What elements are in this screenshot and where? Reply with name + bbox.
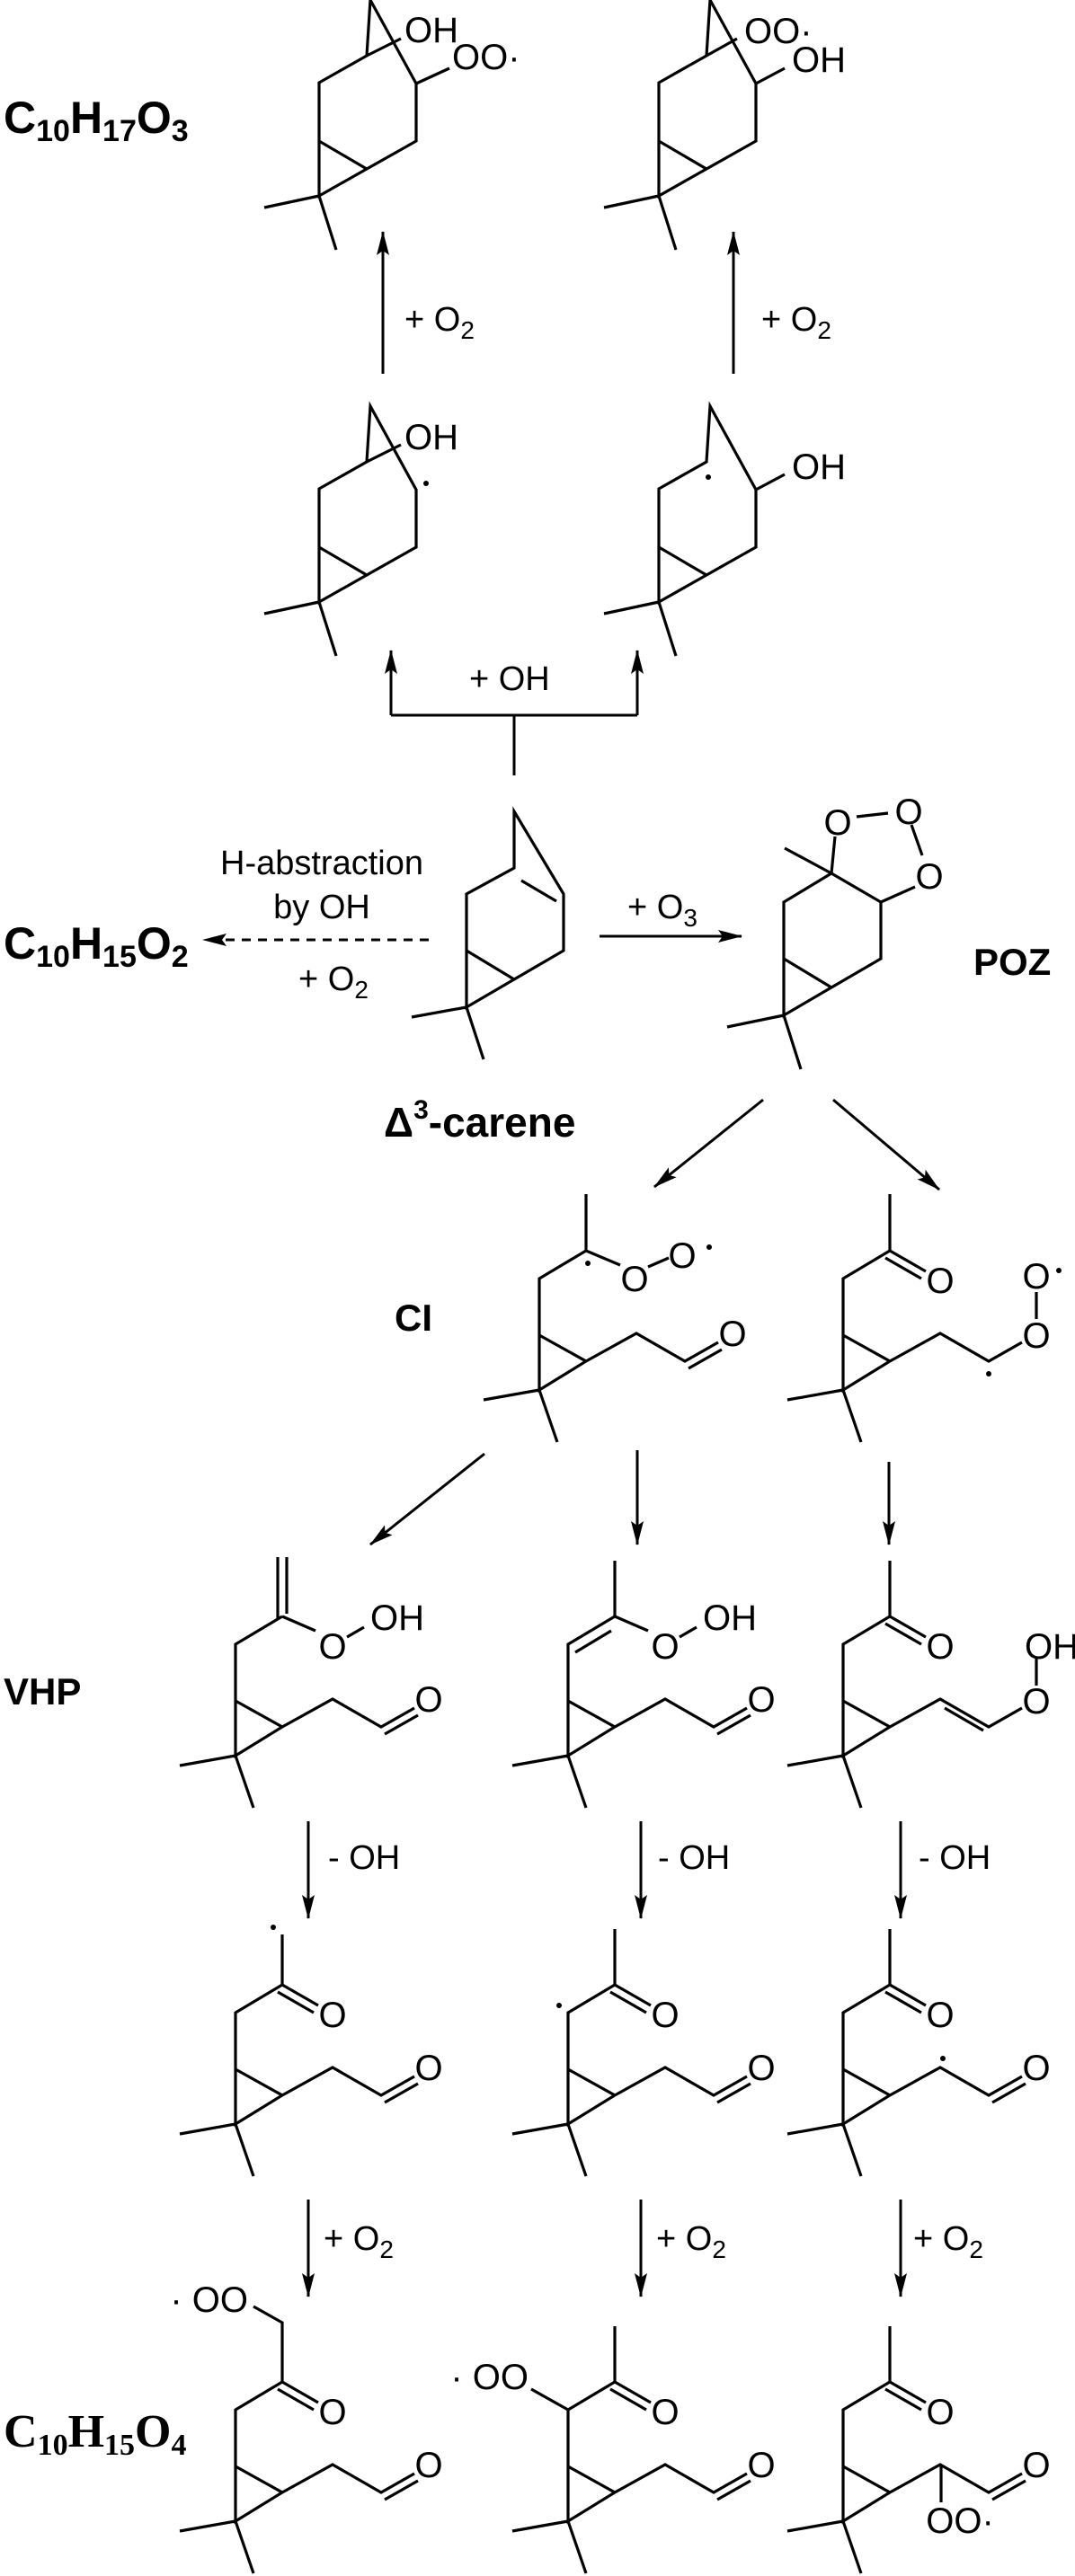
atom-o: O [926, 2393, 954, 2432]
molecule-alkyl-radical-c: O O [786, 1929, 1051, 2177]
molecule-peroxy-a: OH OO· [263, 0, 520, 251]
molecule-peroxy-b: OO· OH [603, 0, 846, 251]
atom-o: O [651, 2393, 679, 2432]
label-minus-oh: - OH [919, 1839, 991, 1877]
molecule-ci-a: O O O [483, 1194, 747, 1443]
atom-o: O [926, 1996, 954, 2035]
atom-o: O [823, 803, 851, 843]
atom-peroxy-radical: OO· [452, 38, 520, 77]
atom-o: O [747, 2049, 775, 2088]
atom-o: O [1022, 2446, 1050, 2485]
atom-o: O [651, 1627, 679, 1667]
atom-peroxy-radical: OO· [926, 2501, 994, 2541]
atom-o: O [620, 1260, 648, 1299]
arrow-poz-to-ci-left [653, 1098, 764, 1189]
molecule-vhp-b: O O OH [511, 1561, 776, 1809]
atom-oh: OH [792, 40, 846, 80]
molecule-vhp-a: O O OH [179, 1557, 443, 1809]
atom-o: O [926, 1261, 954, 1301]
arrow-poz-to-ci-right [832, 1098, 940, 1191]
atom-peroxy-radical: OO· [744, 12, 813, 51]
molecule-delta3-carene [411, 806, 565, 1060]
carene-label: Δ3-carene [384, 1095, 575, 1146]
label-plus-oh: + OH [469, 660, 550, 698]
atom-o: O [318, 2393, 346, 2432]
atom-oh: OH [1025, 1627, 1075, 1667]
atom-o: O [747, 2446, 775, 2485]
atom-o: O [894, 792, 922, 832]
atom-oh: OH [792, 447, 846, 487]
molecule-oh-adduct-b: OH [603, 401, 846, 657]
radical-dot [706, 1244, 712, 1250]
atom-o: O [414, 2049, 442, 2088]
atom-o: O [915, 857, 943, 897]
molecule-ci-b: O O O [786, 1194, 1062, 1443]
atom-o: O [414, 2446, 442, 2485]
formula-c10h17o3: C10H17O3 [4, 93, 189, 148]
radical-dot [986, 1371, 991, 1377]
molecule-c10h15o4-b: O O · OO [450, 2326, 776, 2574]
atom-o: O [1022, 1682, 1050, 1722]
radical-dot [423, 481, 429, 486]
atom-oh: OH [703, 1598, 757, 1638]
arrowhead [202, 934, 227, 946]
atom-o: O [651, 1996, 679, 2035]
atom-o: O [926, 1627, 954, 1667]
atom-oh: OH [404, 418, 458, 457]
label-by-oh: by OH [273, 889, 370, 926]
atom-o: O [747, 1680, 775, 1720]
atom-peroxy-radical: · OO [450, 2358, 529, 2397]
radical-dot [1056, 1268, 1062, 1273]
atom-oh: OH [404, 11, 458, 50]
molecule-oh-adduct-a: OH [263, 401, 458, 657]
radical-dot [271, 1925, 276, 1930]
atom-o: O [1022, 1316, 1050, 1356]
label-plus-o2: + O2 [761, 301, 831, 344]
formula-c10h15o2: C10H15O2 [4, 918, 189, 974]
arrow-ci-to-vhp-a [369, 1452, 485, 1546]
radical-dot [940, 2056, 946, 2061]
label-minus-oh: - OH [658, 1839, 730, 1877]
molecule-c10h15o4-a: O O · OO [170, 2280, 443, 2574]
label-plus-o2: + O2 [324, 2220, 394, 2263]
molecule-poz: O O O [726, 792, 944, 1070]
label-plus-o2: + O2 [913, 2220, 983, 2263]
molecule-alkyl-radical-b: O O [511, 1929, 776, 2177]
atom-o: O [1022, 2049, 1050, 2088]
label-plus-o2: + O2 [656, 2220, 726, 2263]
label-plus-o2: + O2 [404, 301, 475, 344]
label-h-abstraction: H-abstraction [220, 845, 423, 882]
atom-o: O [318, 1996, 346, 2035]
atom-peroxy-radical: · OO [170, 2280, 248, 2320]
atom-o: O [318, 1627, 346, 1667]
branch-connector [391, 713, 637, 775]
label-minus-oh: - OH [328, 1839, 400, 1877]
radical-dot [556, 2003, 562, 2008]
formula-c10h15o4: C10H15O4 [4, 2406, 186, 2462]
molecule-alkyl-radical-a: O O [179, 1925, 443, 2177]
atom-o: O [414, 1680, 442, 1720]
label-plus-o2: + O2 [298, 960, 369, 1004]
ci-label: CI [395, 1297, 432, 1339]
molecule-c10h15o4-c: O O OO· [786, 2326, 1051, 2574]
vhp-label: VHP [4, 1670, 81, 1713]
atom-o: O [668, 1236, 696, 1276]
radical-dot [585, 1261, 591, 1266]
label-plus-o3: + O3 [627, 889, 697, 932]
atom-oh: OH [370, 1598, 424, 1638]
atom-o: O [1022, 1257, 1050, 1297]
radical-dot [706, 474, 711, 480]
poz-label: POZ [973, 941, 1051, 983]
molecule-vhp-c: O O OH [786, 1561, 1075, 1809]
atom-o: O [718, 1315, 746, 1354]
